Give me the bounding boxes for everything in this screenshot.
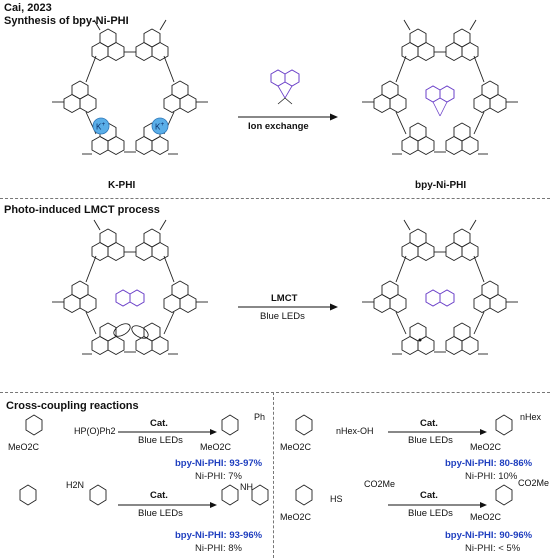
section-title-synthesis: Synthesis of bpy-Ni-PHI (4, 15, 129, 27)
r2-yield-main: bpy-Ni-PHI: 80-86% (445, 458, 533, 469)
r1-yield-main: bpy-Ni-PHI: 93-97% (175, 458, 263, 469)
r3-yield-ref: Ni-PHI: 8% (195, 543, 242, 554)
r2-condition: Blue LEDs (408, 435, 453, 446)
r1-condition: Blue LEDs (138, 435, 183, 446)
r4-product-a: MeO2C (470, 512, 502, 522)
r3-reagent-b: H2N (66, 480, 85, 490)
r3-catalyst: Cat. (150, 490, 168, 501)
lmct-condition-label: Blue LEDs (260, 311, 305, 322)
r2-reagent-a: MeO2C (280, 442, 312, 452)
section-title-lmct: Photo-induced LMCT process (4, 204, 160, 216)
r4-yield-ref: Ni-PHI: < 5% (465, 543, 521, 554)
r4-catalyst: Cat. (420, 490, 438, 501)
k-ion-right (151, 117, 169, 135)
vertical-divider (273, 392, 274, 558)
k-ion-label-left: K+ (96, 121, 106, 132)
phi-lmct-left (52, 220, 208, 355)
r2-yield-ref: Ni-PHI: 10% (465, 471, 518, 482)
bpy-nicl2-reagent (270, 69, 300, 87)
r2-catalyst: Cat. (420, 418, 438, 429)
r4-reagent-c: CO2Me (364, 479, 396, 489)
k-phi-structure (52, 20, 208, 155)
r3-yield-main: bpy-Ni-PHI: 93-96% (175, 530, 263, 541)
lmct-arrow-label: LMCT (271, 293, 298, 304)
r4-product-b: CO2Me (518, 478, 550, 488)
bpy-ni-phi-label: bpy-Ni-PHI (415, 180, 467, 191)
bpy-ni-phi-structure (362, 20, 518, 155)
k-phi-label: K-PHI (108, 180, 136, 191)
k-ion-left (92, 117, 110, 135)
r1-reagent-b: HP(O)Ph2 (74, 426, 116, 436)
r3-condition: Blue LEDs (138, 508, 183, 519)
r4-condition: Blue LEDs (408, 508, 453, 519)
citation: Cai, 2023 (4, 2, 52, 14)
r2-reagent-b: nHex-OH (336, 426, 374, 436)
r1-reagent-a: MeO2C (8, 442, 40, 452)
r2-product-a: MeO2C (470, 442, 502, 452)
r4-reagent-b: HS (330, 494, 343, 504)
r4-reagent-a: MeO2C (280, 512, 312, 522)
r4-yield-main: bpy-Ni-PHI: 90-96% (445, 530, 533, 541)
r1-catalyst: Cat. (150, 418, 168, 429)
r3-product-b: NH (240, 482, 253, 492)
divider-1 (0, 198, 550, 199)
r2-product-b: nHex (520, 412, 542, 422)
r1-product-b: Ph (254, 412, 266, 422)
ion-exchange-label: Ion exchange (248, 121, 309, 132)
r1-product-a: MeO2C (200, 442, 232, 452)
phi-lmct-right (362, 220, 518, 355)
k-ion-label-right: K+ (155, 121, 165, 132)
r1-yield-ref: Ni-PHI: 7% (195, 471, 242, 482)
section-title-cross-coupling: Cross-coupling reactions (6, 400, 139, 412)
divider-2 (0, 392, 550, 393)
